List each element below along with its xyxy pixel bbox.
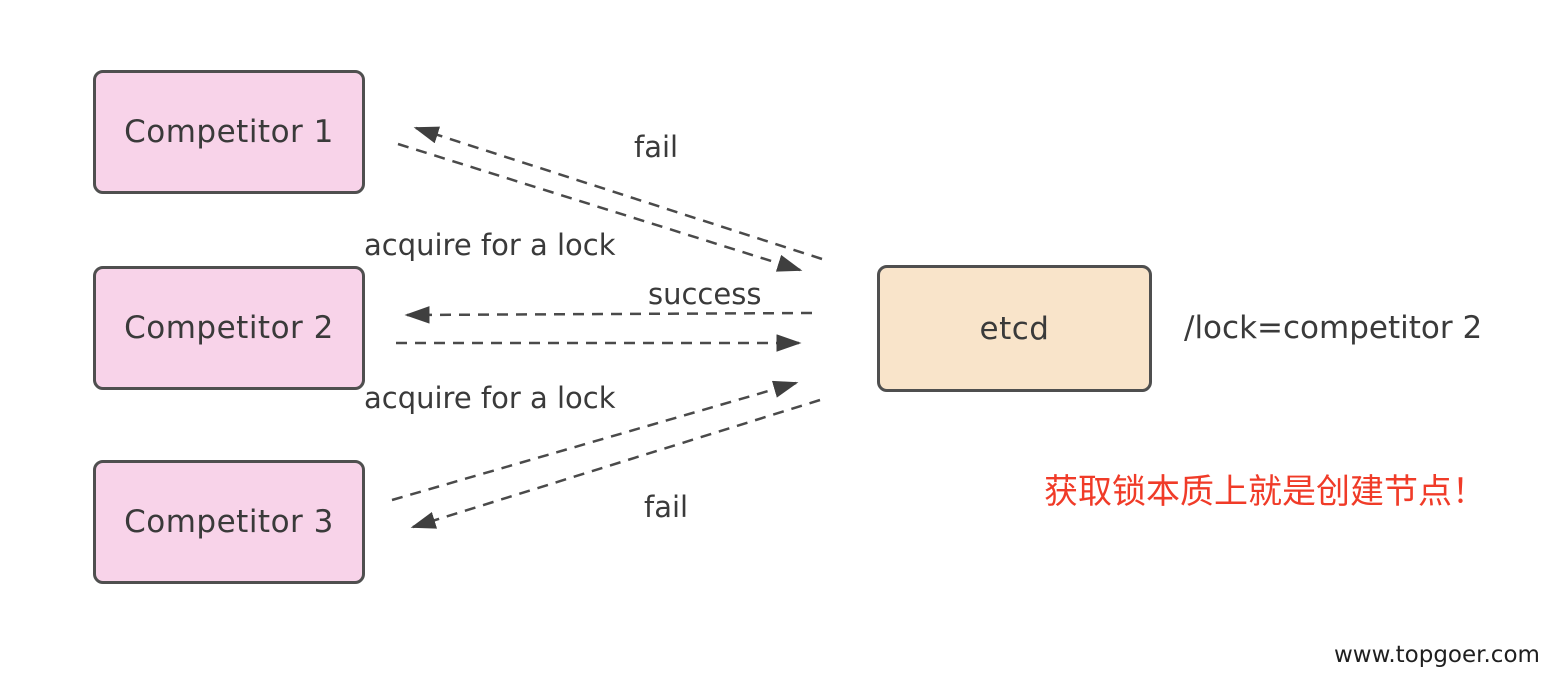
edge-competitor3-fail-arrow <box>410 398 821 529</box>
node-etcd: etcd <box>877 265 1152 392</box>
node-competitor-1: Competitor 1 <box>93 70 365 194</box>
edge-label-competitor2-acquire: acquire for a lock <box>364 228 616 262</box>
red-note-annotation: 获取锁本质上就是创建节点！ <box>1044 472 1486 512</box>
edge-competitor2-success-arrow <box>404 306 813 324</box>
lock-key-value-annotation: /lock=competitor 2 <box>1184 310 1483 346</box>
edge-label-competitor3-fail: fail <box>644 490 689 524</box>
node-competitor-2: Competitor 2 <box>93 266 365 390</box>
edge-competitor1-fail-arrow <box>413 126 823 261</box>
edge-competitor3-request-arrow <box>391 380 799 502</box>
edge-competitor1-request-arrow <box>397 142 803 272</box>
node-competitor-1-label: Competitor 1 <box>124 114 334 150</box>
node-etcd-label: etcd <box>979 310 1050 347</box>
edge-label-competitor2-success: success <box>648 277 762 311</box>
node-competitor-2-label: Competitor 2 <box>124 310 334 346</box>
edge-label-competitor1-fail: fail <box>634 130 679 164</box>
edge-label-competitor3-acquire: acquire for a lock <box>364 381 616 415</box>
node-competitor-3: Competitor 3 <box>93 460 365 584</box>
node-competitor-3-label: Competitor 3 <box>124 504 334 540</box>
watermark-text: www.topgoer.com <box>1334 642 1540 668</box>
